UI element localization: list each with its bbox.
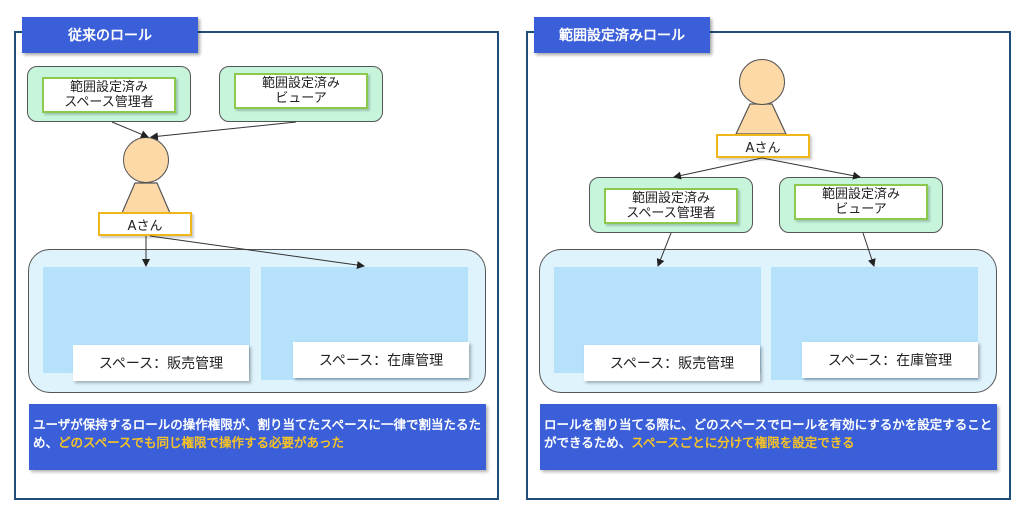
user-label: Aさん [716,134,810,158]
role-label: 範囲設定済み スペース管理者 [42,77,176,113]
role-viewer: 範囲設定済み ビューア [219,66,383,122]
role-label-line1: 範囲設定済み [821,187,900,202]
space-label-inventory: スペース：在庫管理 [802,342,978,378]
role-label-line2: ビューア [835,202,887,217]
spaces-container: スペース：販売管理 スペース：在庫管理 [539,249,997,393]
role-label: 範囲設定済み スペース管理者 [604,188,738,224]
role-space-admin: 範囲設定済み スペース管理者 [589,177,753,233]
role-space-admin: 範囲設定済み スペース管理者 [27,66,191,122]
spaces-container: スペース：販売管理 スペース：在庫管理 [28,249,486,393]
panel-title: 従来のロール [22,17,198,53]
note-box: ロールを割り当てる際に、どのスペースでロールを有効にするかを設定することができる… [540,404,997,470]
role-label-line2: スペース管理者 [64,95,154,110]
person-head-icon [123,137,169,183]
role-label-line2: ビューア [275,91,327,106]
role-label-line1: 範囲設定済み [69,80,148,95]
note-highlight: どのスペースでも同じ権限で操作する必要があった [58,435,345,450]
note-text: ユーザが保持するロールの操作権限が、割り当てたスペースに一律で割当たるため、 [33,417,482,450]
role-label: 範囲設定済み ビューア [794,184,928,220]
note-box: ユーザが保持するロールの操作権限が、割り当てたスペースに一律で割当たるため、どの… [29,404,486,470]
space-label-sales: スペース：販売管理 [73,345,249,381]
panel-title: 範囲設定済みロール [534,17,710,53]
role-viewer: 範囲設定済み ビューア [779,177,943,233]
role-label: 範囲設定済み ビューア [234,73,368,109]
role-label-line1: 範囲設定済み [261,76,340,91]
role-label-line2: スペース管理者 [626,206,716,221]
note-highlight: スペースごとに分けて権限を設定できる [631,435,855,450]
user-label: Aさん [98,212,192,236]
person-head-icon [739,59,785,105]
note-text: ロールを割り当てる際に、どのスペースでロールを有効にするかを設定することができる… [544,417,993,450]
role-label-line1: 範囲設定済み [631,191,710,206]
space-label-sales: スペース：販売管理 [584,345,760,381]
space-label-inventory: スペース：在庫管理 [293,342,469,378]
